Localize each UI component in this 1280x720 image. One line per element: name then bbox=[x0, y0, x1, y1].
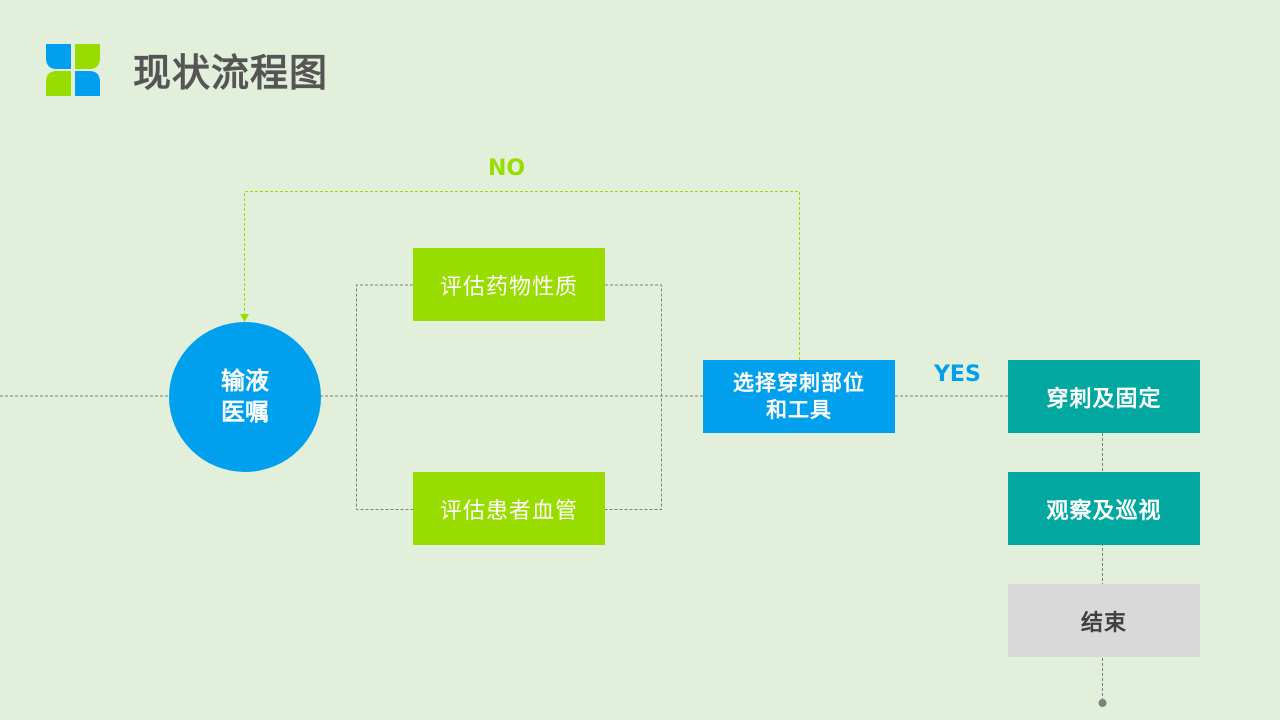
puncture-fix-box: 穿刺及固定 bbox=[1008, 360, 1200, 433]
end-box: 结束 bbox=[1008, 584, 1200, 657]
no-loop-line bbox=[244, 191, 800, 360]
assess-vessel-box: 评估患者血管 bbox=[413, 472, 605, 545]
assess-drug-box: 评估药物性质 bbox=[413, 248, 605, 321]
select-site-tool-box: 选择穿刺部位 和工具 bbox=[703, 360, 895, 433]
start-node-infusion-order: 输液 医嘱 bbox=[169, 322, 321, 472]
no-label: NO bbox=[488, 156, 526, 181]
yes-label: YES bbox=[934, 362, 981, 387]
logo-icon bbox=[46, 44, 100, 96]
observe-patrol-box: 观察及巡视 bbox=[1008, 472, 1200, 545]
no-loop-arrowhead bbox=[240, 314, 249, 322]
page-title: 现状流程图 bbox=[133, 51, 329, 95]
parallel-bracket-left bbox=[356, 284, 413, 510]
parallel-bracket-right bbox=[605, 284, 662, 510]
end-dot bbox=[1098, 699, 1107, 707]
